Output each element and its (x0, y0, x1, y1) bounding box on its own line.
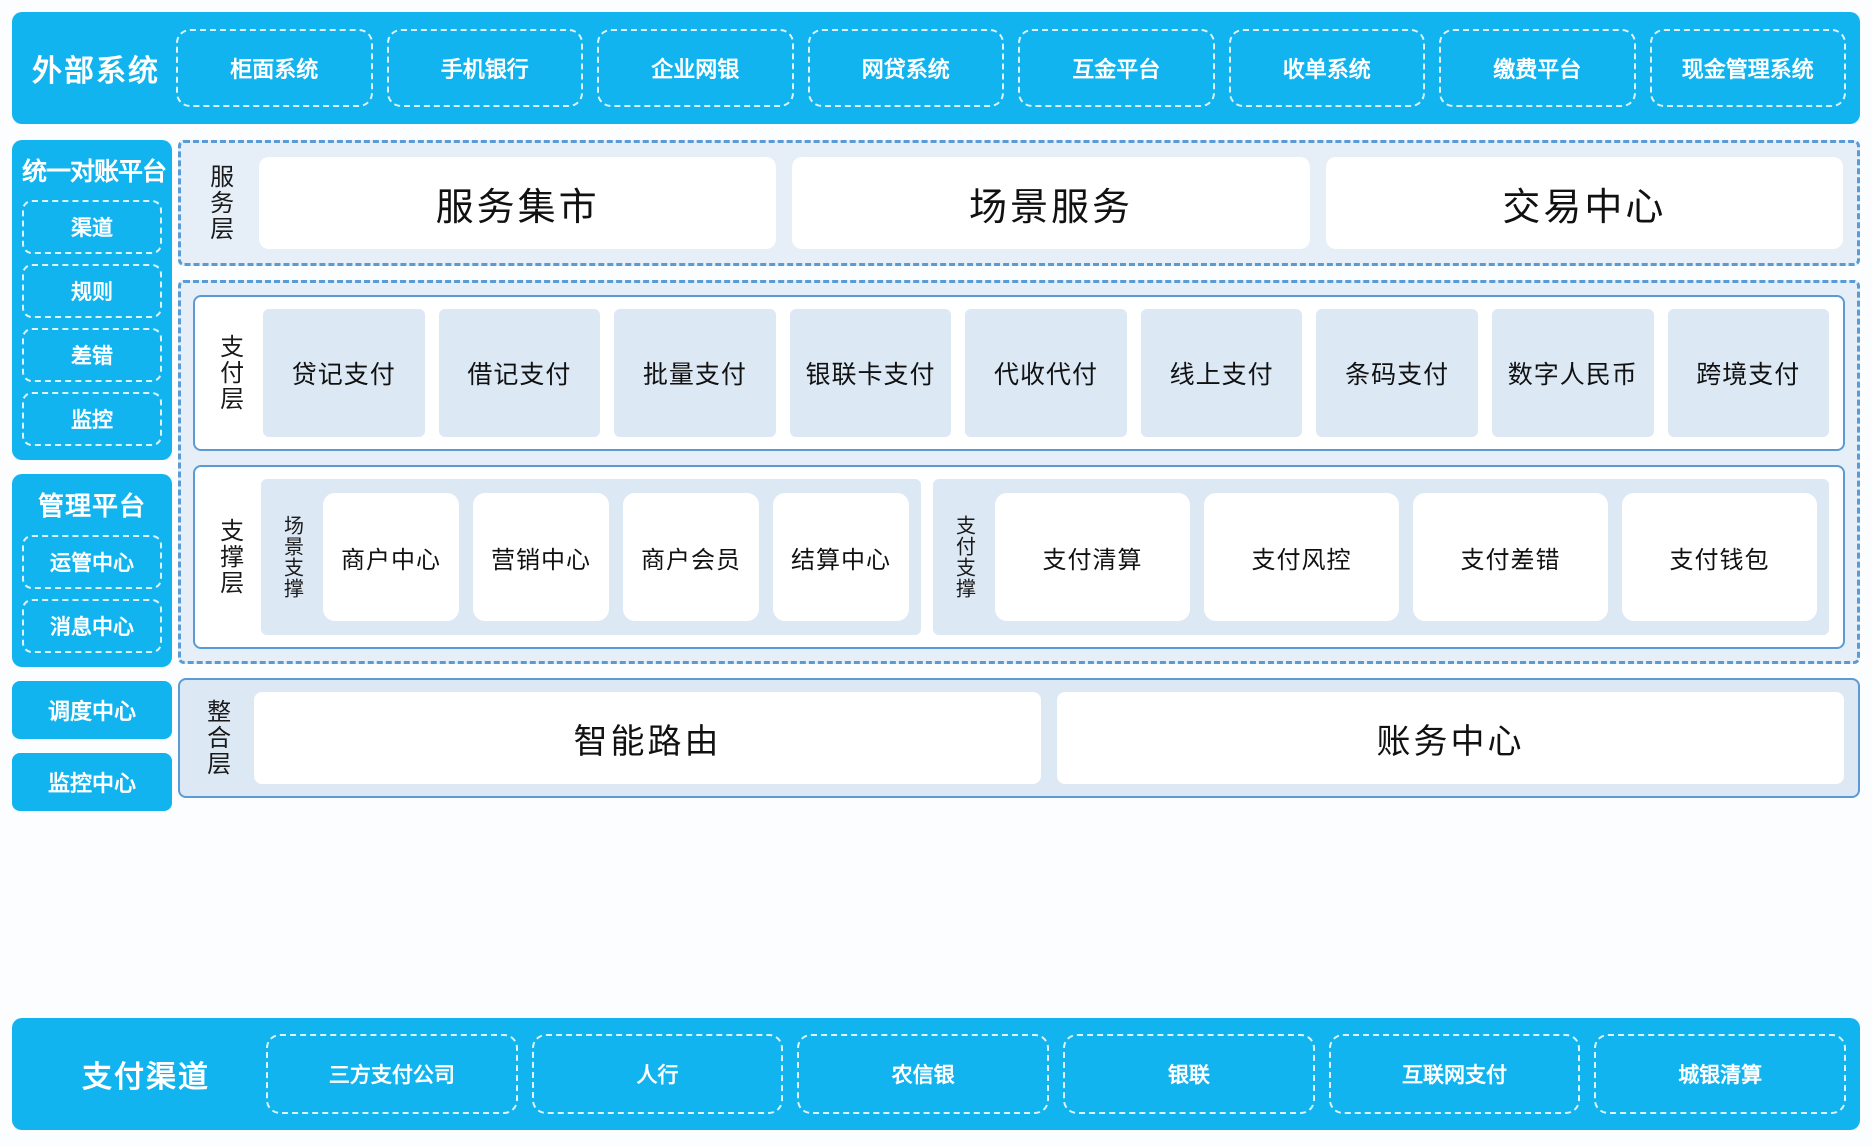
payment-channel-chip[interactable]: 人行 (531, 1034, 784, 1114)
reconciliation-item-error[interactable]: 差错 (22, 328, 162, 382)
service-layer-label: 服务层 (205, 164, 233, 242)
support-card-payment-riskcontrol[interactable]: 支付风控 (1204, 493, 1399, 621)
left-platform-column: 统一对账平台 渠道 规则 差错 监控 管理平台 运管中心 消息中心 调度中心 监… (12, 140, 172, 825)
reconciliation-platform-title: 统一对账平台 (22, 158, 167, 186)
support-card-merchant-member[interactable]: 商户会员 (623, 493, 759, 621)
payment-channel-chip[interactable]: 互联网支付 (1328, 1034, 1581, 1114)
external-system-chip[interactable]: 柜面系统 (176, 29, 373, 107)
service-layer-box: 服务层 服务集市 场景服务 交易中心 (178, 140, 1860, 266)
monitoring-center-block[interactable]: 监控中心 (12, 753, 172, 811)
reconciliation-item-monitor[interactable]: 监控 (22, 392, 162, 446)
external-systems-chip-list: 柜面系统 手机银行 企业网银 网贷系统 互金平台 收单系统 缴费平台 现金管理系… (176, 29, 1846, 107)
support-card-merchant-center[interactable]: 商户中心 (323, 493, 459, 621)
reconciliation-platform-panel: 统一对账平台 渠道 规则 差错 监控 (12, 140, 172, 460)
service-card-transaction[interactable]: 交易中心 (1325, 157, 1843, 249)
external-system-chip[interactable]: 现金管理系统 (1649, 29, 1846, 107)
payment-channel-chip[interactable]: 城银清算 (1594, 1034, 1847, 1114)
external-system-chip[interactable]: 互金平台 (1018, 29, 1215, 107)
payment-card-crossborder[interactable]: 跨境支付 (1667, 309, 1830, 437)
payment-channel-chip[interactable]: 银联 (1063, 1034, 1315, 1114)
service-card-scene[interactable]: 场景服务 (792, 157, 1310, 249)
support-card-marketing-center[interactable]: 营销中心 (473, 493, 609, 621)
management-item-operations-center[interactable]: 运管中心 (22, 535, 162, 589)
support-layer-box: 支撑层 场景支撑 商户中心 营销中心 商户会员 结算中心 支付支撑 支付清算 支… (193, 465, 1845, 649)
payment-channel-chip[interactable]: 三方支付公司 (266, 1034, 518, 1114)
support-layer-label: 支撑层 (215, 518, 243, 596)
support-card-payment-error[interactable]: 支付差错 (1413, 493, 1608, 621)
external-system-chip[interactable]: 手机银行 (386, 29, 583, 107)
payment-card-digital-rmb[interactable]: 数字人民币 (1491, 309, 1654, 437)
integration-card-smart-routing[interactable]: 智能路由 (254, 692, 1041, 784)
service-card-market[interactable]: 服务集市 (259, 157, 777, 249)
external-systems-title: 外部系统 (32, 55, 160, 88)
external-systems-bar: 外部系统 柜面系统 手机银行 企业网银 网贷系统 互金平台 收单系统 缴费平台 … (12, 12, 1860, 124)
payment-channels-title: 支付渠道 (82, 1061, 210, 1094)
payment-support-group: 支付支撑 支付清算 支付风控 支付差错 支付钱包 (933, 479, 1829, 635)
payment-card-online[interactable]: 线上支付 (1140, 309, 1303, 437)
scheduling-center-block[interactable]: 调度中心 (12, 681, 172, 739)
external-system-chip[interactable]: 企业网银 (597, 29, 794, 107)
scene-support-group: 场景支撑 商户中心 营销中心 商户会员 结算中心 (261, 479, 921, 635)
core-layers-box: 支付层 贷记支付 借记支付 批量支付 银联卡支付 代收代付 线上支付 条码支付 … (178, 280, 1860, 664)
integration-layer-label: 整合层 (202, 699, 230, 777)
payment-layer-label: 支付层 (215, 334, 243, 412)
external-system-chip[interactable]: 网贷系统 (807, 29, 1004, 107)
payment-card-batch[interactable]: 批量支付 (614, 309, 776, 437)
management-platform-panel: 管理平台 运管中心 消息中心 (12, 474, 172, 667)
service-layer-row: 服务层 服务集市 场景服务 交易中心 (191, 153, 1847, 253)
management-item-message-center[interactable]: 消息中心 (22, 599, 162, 653)
payment-card-credit[interactable]: 贷记支付 (263, 309, 425, 437)
payment-card-debit[interactable]: 借记支付 (438, 309, 601, 437)
payment-channels-bar: 支付渠道 三方支付公司 人行 农信银 银联 互联网支付 城银清算 (12, 1018, 1860, 1130)
support-card-payment-clearing[interactable]: 支付清算 (995, 493, 1190, 621)
payment-support-label: 支付支撑 (952, 515, 975, 599)
external-system-chip[interactable]: 收单系统 (1228, 29, 1425, 107)
integration-card-accounting-center[interactable]: 账务中心 (1057, 692, 1844, 784)
payment-layer-row: 支付层 贷记支付 借记支付 批量支付 银联卡支付 代收代付 线上支付 条码支付 … (209, 309, 1830, 437)
platform-layers-column: 服务层 服务集市 场景服务 交易中心 支付层 贷记支付 借记支付 批量支付 银联… (178, 140, 1860, 798)
support-card-settlement-center[interactable]: 结算中心 (773, 493, 909, 621)
integration-layer-box: 整合层 智能路由 账务中心 (178, 678, 1860, 798)
payment-channel-chip[interactable]: 农信银 (797, 1034, 1050, 1114)
payment-card-unionpay[interactable]: 银联卡支付 (789, 309, 952, 437)
payment-layer-box: 支付层 贷记支付 借记支付 批量支付 银联卡支付 代收代付 线上支付 条码支付 … (193, 295, 1845, 451)
reconciliation-item-channel[interactable]: 渠道 (22, 200, 162, 254)
scene-support-label: 场景支撑 (280, 515, 303, 599)
external-system-chip[interactable]: 缴费平台 (1439, 29, 1636, 107)
payment-card-barcode[interactable]: 条码支付 (1316, 309, 1478, 437)
payment-card-collection[interactable]: 代收代付 (965, 309, 1127, 437)
support-card-payment-wallet[interactable]: 支付钱包 (1622, 493, 1817, 621)
management-platform-title: 管理平台 (37, 491, 146, 521)
payment-channels-chip-list: 三方支付公司 人行 农信银 银联 互联网支付 城银清算 (266, 1034, 1847, 1114)
reconciliation-item-rule[interactable]: 规则 (22, 264, 162, 318)
support-layer-row: 支撑层 场景支撑 商户中心 营销中心 商户会员 结算中心 支付支撑 支付清算 支… (209, 479, 1829, 635)
